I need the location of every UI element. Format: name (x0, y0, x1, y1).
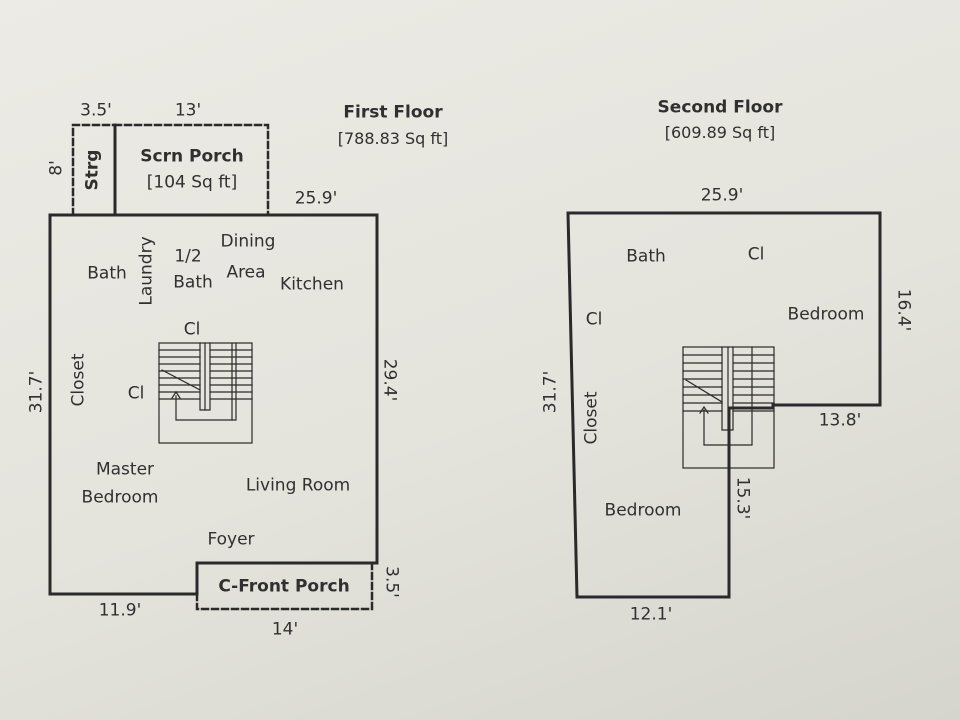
room-second-bedroom-bottom: Bedroom (604, 500, 682, 521)
second-floor-title: Second Floor (657, 97, 783, 118)
first-floor-staircase (158, 342, 253, 444)
first-floor-outer-wall (48, 213, 379, 596)
dim-front-porch-width: 14' (271, 619, 299, 640)
second-floor-outer-wall (566, 211, 882, 599)
room-bath: Bath (87, 263, 127, 284)
dim-first-top-width: 25.9' (294, 188, 338, 209)
room-dining-line1: Dining (220, 231, 276, 252)
first-floor-area: [788.83 Sq ft] (337, 129, 449, 148)
room-second-bedroom-right: Bedroom (787, 304, 865, 325)
room-second-closet-wall: Closet (581, 391, 602, 445)
first-floor-title: First Floor (343, 102, 443, 123)
room-closet-upper: Cl (183, 319, 201, 340)
room-master-line2: Bedroom (81, 487, 159, 508)
room-closet-wall: Closet (68, 353, 89, 407)
first-floor-plan (48, 123, 379, 611)
dim-second-right-depth: 16.4' (893, 288, 914, 332)
room-laundry: Laundry (136, 236, 157, 306)
second-floor-staircase (682, 346, 775, 469)
room-screen-porch-area: [104 Sq ft] (146, 172, 238, 193)
dim-first-left-depth: 31.7' (26, 370, 47, 414)
dim-first-right-depth: 29.4' (379, 358, 400, 402)
room-foyer: Foyer (207, 529, 255, 550)
dim-first-bottom-left: 11.9' (98, 600, 142, 621)
room-living-room: Living Room (245, 475, 351, 496)
screen-porch-outline (113, 123, 270, 217)
room-second-closet-top: Cl (747, 244, 765, 265)
room-front-porch: C-Front Porch (218, 576, 350, 597)
dim-porch-width: 13' (174, 100, 202, 121)
room-half-bath-line2: Bath (173, 272, 213, 293)
room-second-bath: Bath (626, 246, 666, 267)
dim-second-stair-depth: 15.3' (732, 476, 753, 520)
dim-second-bottom-width: 12.1' (629, 604, 673, 625)
second-floor-area: [609.89 Sq ft] (664, 123, 776, 142)
room-second-closet-left: Cl (585, 309, 603, 330)
room-dining-line2: Area (226, 262, 266, 283)
dim-second-top-width: 25.9' (700, 185, 744, 206)
room-kitchen: Kitchen (280, 274, 344, 295)
room-closet-left: Cl (127, 383, 145, 404)
dim-storage-depth: 8' (46, 160, 67, 176)
room-master-line1: Master (95, 459, 155, 480)
room-half-bath-line1: 1/2 (174, 246, 202, 267)
dim-front-porch-depth: 3.5' (381, 566, 402, 598)
storage-outline (71, 123, 117, 217)
room-storage: Strg (82, 149, 103, 191)
second-floor-plan (566, 211, 882, 599)
dim-second-step-width: 13.8' (818, 410, 862, 431)
dim-second-left-depth: 31.7' (540, 370, 561, 414)
dim-storage-width: 3.5' (80, 100, 112, 121)
room-screen-porch: Scrn Porch (140, 146, 244, 167)
front-porch-outline (195, 561, 374, 611)
